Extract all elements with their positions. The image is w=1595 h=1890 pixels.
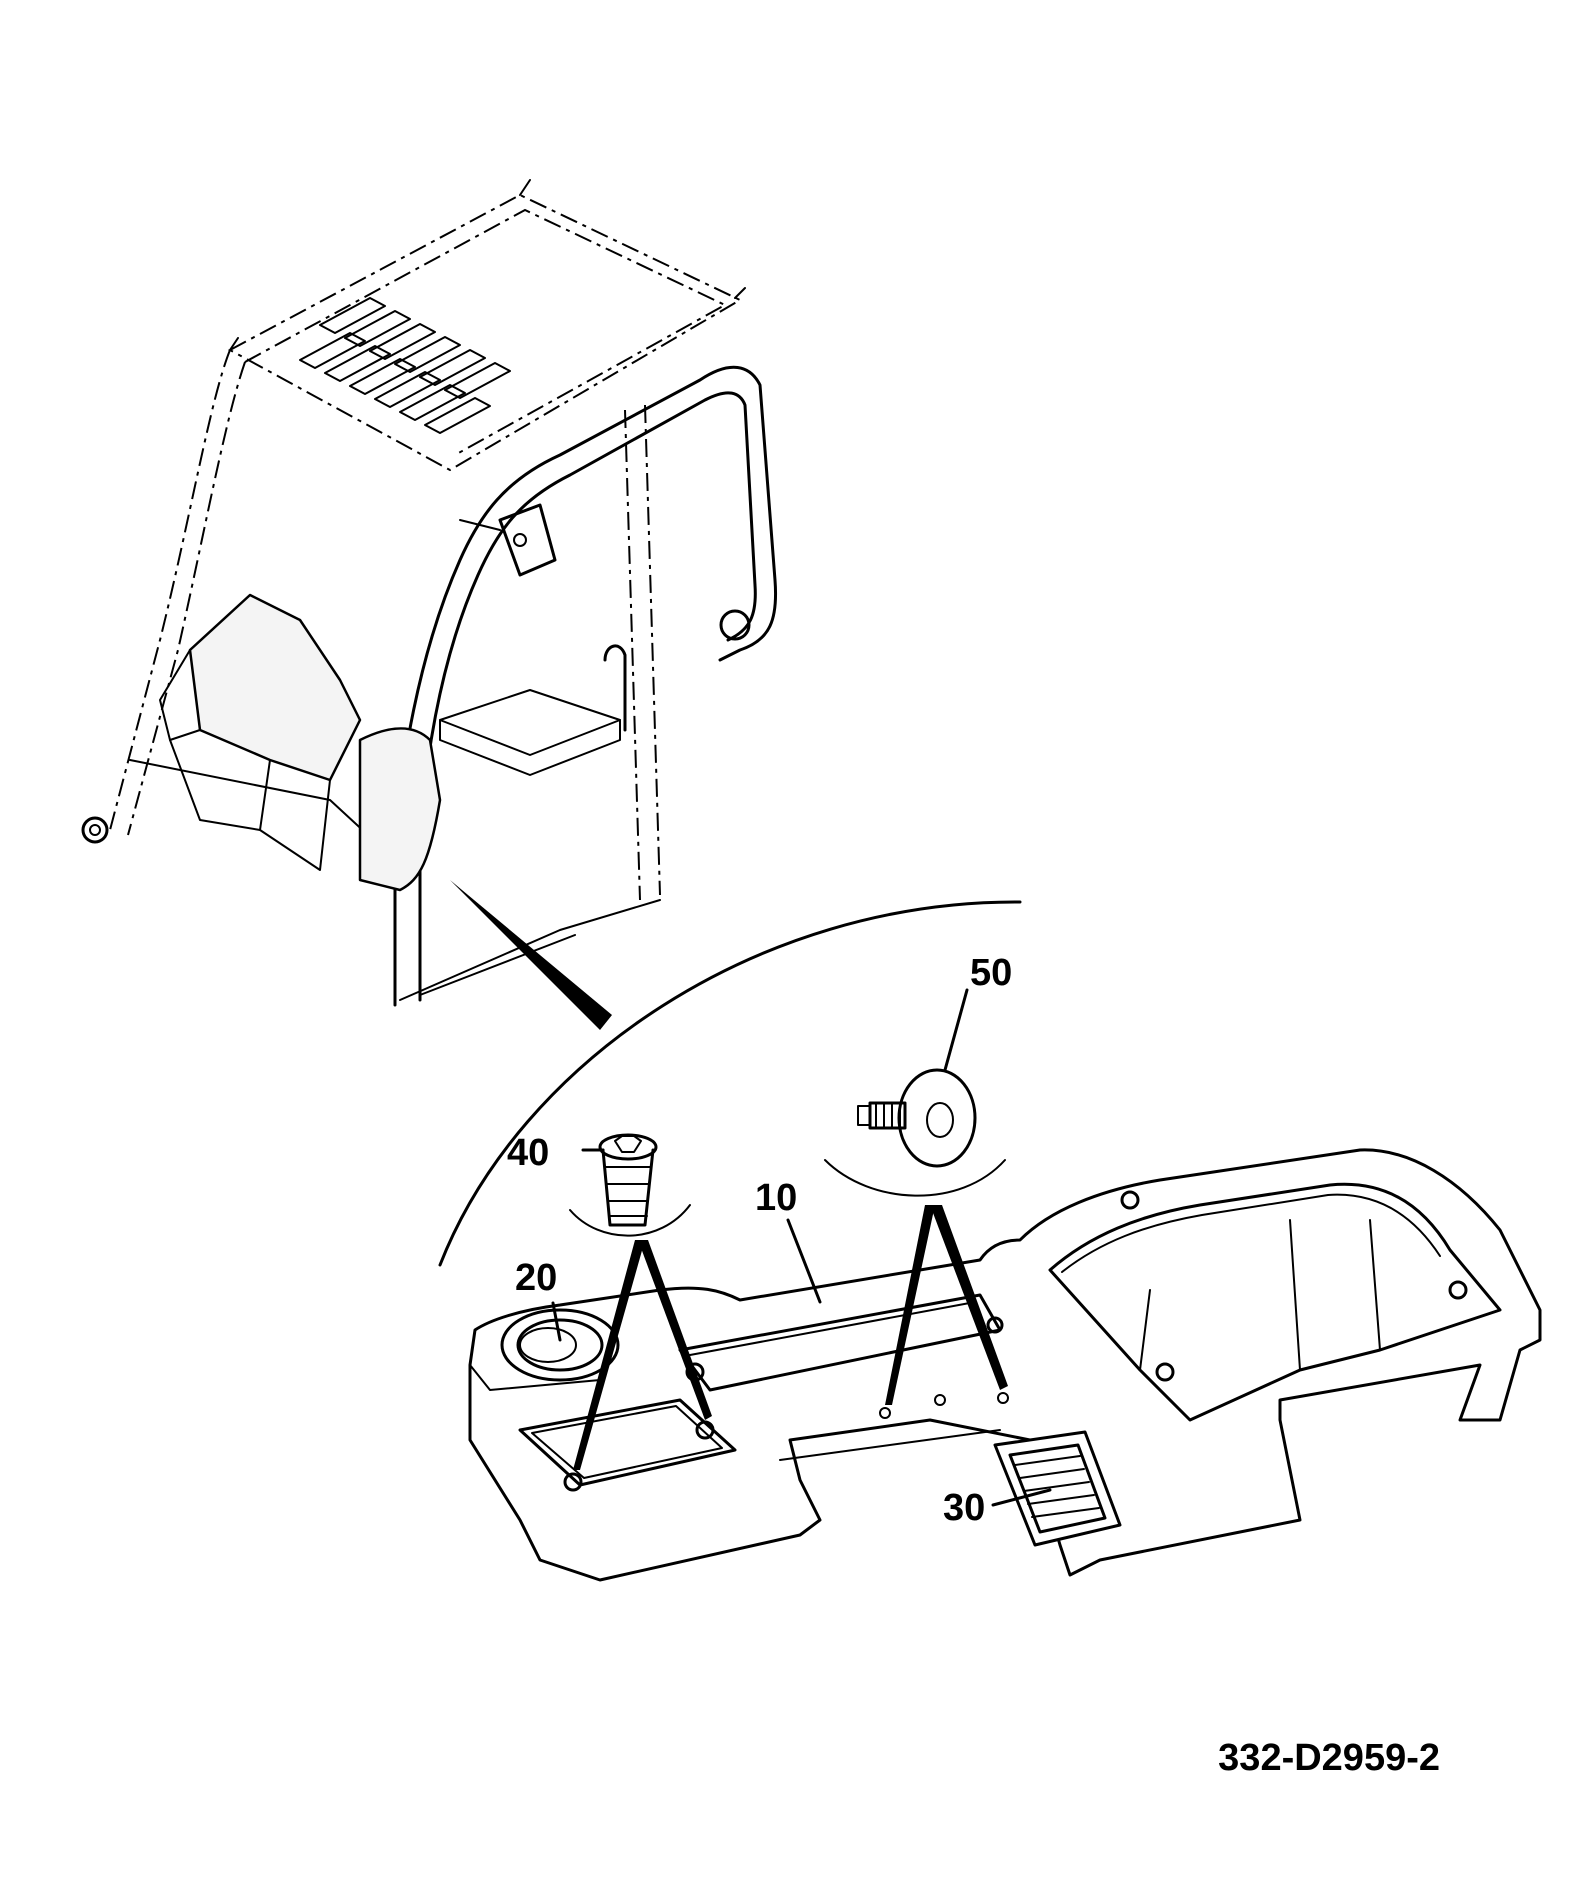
grommet-icon bbox=[500, 1308, 620, 1382]
callout-50: 50 bbox=[970, 952, 1012, 994]
threaded-insert-icon bbox=[569, 1133, 691, 1237]
push-fastener-icon bbox=[824, 1068, 1006, 1197]
detail-view-boundary bbox=[438, 900, 1022, 1267]
detail-pointer bbox=[450, 880, 612, 1030]
callout-10: 10 bbox=[755, 1177, 797, 1219]
cab-frame-icon bbox=[81, 179, 778, 1007]
air-vent-icon bbox=[993, 1430, 1122, 1547]
leader-lines bbox=[551, 988, 1052, 1507]
callout-40: 40 bbox=[507, 1132, 549, 1174]
callout-20: 20 bbox=[515, 1257, 557, 1299]
drawing-number: 332-D2959-2 bbox=[1218, 1737, 1440, 1779]
callout-30: 30 bbox=[943, 1487, 985, 1529]
dashboard-panel-icon bbox=[468, 1148, 1542, 1582]
